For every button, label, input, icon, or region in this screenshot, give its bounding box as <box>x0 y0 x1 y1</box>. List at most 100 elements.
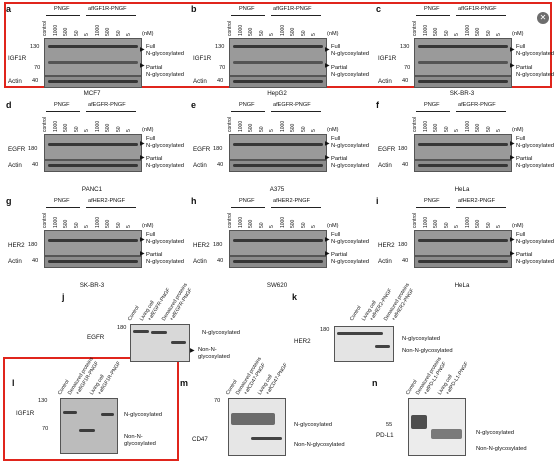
group-underline <box>416 15 450 16</box>
lane-label: control <box>227 212 233 228</box>
lane-label: 5 <box>311 129 317 132</box>
panel-k: k Control Living cell +afHER2-PNGF Denat… <box>292 282 502 362</box>
unit-label: (nM) <box>327 127 339 133</box>
lane-label: 1000 <box>52 120 59 132</box>
lane-label: 1000 <box>464 24 471 36</box>
lane-label: 5 <box>496 33 502 36</box>
cell-line-label: MCF7 <box>83 90 101 97</box>
lane-labels: Control Living cell +afEGFR-PNGF Denatur… <box>127 282 194 322</box>
blot-image <box>228 398 286 456</box>
group-underline <box>271 111 321 112</box>
marker-label: 40 <box>217 162 224 168</box>
marker-label: 180 <box>28 242 38 248</box>
lane-label: 50 <box>115 222 122 228</box>
band <box>171 341 186 344</box>
group-underline <box>231 111 265 112</box>
lane-labels: Control Denatured proteins +afIGF1R-PNGF… <box>57 356 122 396</box>
group-label-pngf: PNGF <box>239 102 255 108</box>
nglyco-word: N-glycosylated <box>146 162 185 169</box>
lane-label: 50 <box>300 126 307 132</box>
marker-label: 70 <box>219 65 226 71</box>
actin-blot <box>414 160 512 172</box>
band <box>48 260 138 263</box>
close-icon[interactable]: ✕ <box>537 12 549 24</box>
lane-label: 1000 <box>94 24 101 36</box>
unit-label: (nM) <box>327 31 339 37</box>
group-label-targeted: afHER2-PNGF <box>273 198 310 204</box>
group-underline <box>86 111 136 112</box>
band <box>431 429 462 439</box>
lane-label: 5 <box>84 225 90 228</box>
marker-label: 40 <box>217 258 224 264</box>
group-label-pngf: PNGF <box>54 6 70 12</box>
band <box>79 429 95 432</box>
panel-letter: f <box>376 100 379 110</box>
partial-word: Partial <box>516 156 533 162</box>
nglyco-word: N-glycosylated <box>516 142 554 149</box>
nglyco-word: N-glycosylated <box>331 238 370 245</box>
lane-label: Control <box>348 304 363 322</box>
lane-label: 50 <box>443 30 450 36</box>
marker-label: 180 <box>28 146 38 152</box>
unit-label: (nM) <box>512 127 524 133</box>
actin-label: Actin <box>8 78 22 85</box>
blot-image <box>414 38 512 76</box>
lane-label: 50 <box>73 222 80 228</box>
nglyco-word: N-glycosylated <box>331 258 370 265</box>
lane-label: 1000 <box>279 120 286 132</box>
group-underline <box>271 15 321 16</box>
partial-word: Partial <box>516 252 533 258</box>
lane-label: 500 <box>248 123 254 132</box>
lane-label: 50 <box>73 126 80 132</box>
lane-label: 500 <box>290 27 296 36</box>
group-label-targeted: afIGF1R-PNGF <box>458 6 497 12</box>
arrow-icon: ▶ <box>140 237 145 243</box>
protein-label: HER2 <box>193 242 210 249</box>
lane-label: 5 <box>126 225 132 228</box>
group-underline <box>231 15 265 16</box>
band <box>48 45 138 48</box>
lane-label: 500 <box>105 123 111 132</box>
group-label-pngf: PNGF <box>239 6 255 12</box>
band <box>101 413 114 416</box>
nglyco-word: N-glycosylated <box>331 71 370 78</box>
actin-blot <box>44 76 142 88</box>
nglyco-word: N-glycosylated <box>516 238 554 245</box>
blot-image <box>44 38 142 76</box>
lane-label: 50 <box>485 30 492 36</box>
lane-label: control <box>227 116 233 132</box>
full-word: Full <box>146 44 156 50</box>
lane-label: 50 <box>485 126 492 132</box>
partial-word: Partial <box>146 65 163 71</box>
lane-label: 500 <box>433 27 439 36</box>
lane-label: 1000 <box>52 216 59 228</box>
blot-image <box>130 324 190 362</box>
panel-letter: k <box>292 292 298 302</box>
cell-line-label: SK-BR-3 <box>79 282 105 289</box>
nglyco-word: N-glycosylated <box>331 50 370 57</box>
actin-blot <box>414 76 512 88</box>
lower-label: Non-N-glycosylated <box>476 446 527 452</box>
band <box>233 45 323 48</box>
panel-letter: h <box>191 196 197 206</box>
lane-label: 500 <box>248 219 254 228</box>
cell-line-label: HeLa <box>454 282 470 289</box>
group-underline <box>456 111 506 112</box>
band <box>151 331 167 334</box>
lane-label: 5 <box>496 129 502 132</box>
arrow-icon: ▶ <box>325 251 330 257</box>
marker-label: 70 <box>34 65 41 71</box>
panel-letter: a <box>6 4 12 14</box>
full-word: Full <box>331 136 341 142</box>
band <box>418 260 508 263</box>
actin-label: Actin <box>378 78 392 85</box>
marker-label: 70 <box>404 65 411 71</box>
panel-letter: n <box>372 378 378 388</box>
arrow-icon: ▶ <box>510 63 515 69</box>
